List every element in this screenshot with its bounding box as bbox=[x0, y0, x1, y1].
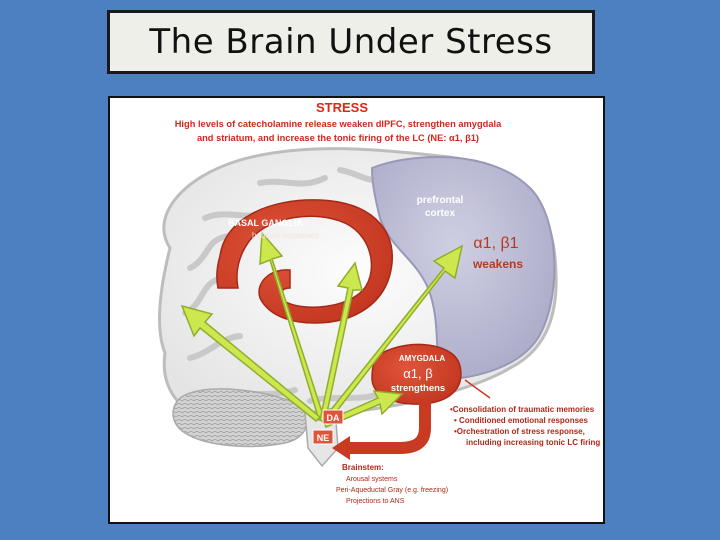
da-box bbox=[322, 409, 344, 425]
amygdala-note-4: including increasing tonic LC firing bbox=[466, 438, 600, 447]
diagram-subtitle-line2: and striatum, and increase the tonic fir… bbox=[197, 133, 479, 143]
amygdala-note-3: •Orchestration of stress response, bbox=[454, 427, 585, 436]
brainstem-item-1: Arousal systems bbox=[346, 476, 398, 483]
notes-pointer-line bbox=[464, 379, 491, 399]
amygdala-to-brainstem-arrow bbox=[348, 398, 431, 454]
brain-illustration: DA NE STRESS High levels of catecholamin… bbox=[158, 100, 600, 505]
ne-label: NE bbox=[317, 433, 330, 443]
prefrontal-receptor: α1, β1 bbox=[473, 235, 518, 252]
brainstem-item-3: Projections to ANS bbox=[346, 498, 405, 505]
basal-ganglia-description: habitual responses bbox=[252, 231, 319, 240]
slide-title-box: The Brain Under Stress bbox=[107, 10, 595, 74]
brainstem-item-2: Peri-Aqueductal Gray (e.g. freezing) bbox=[336, 487, 448, 494]
brainstem-name: Brainstem: bbox=[342, 463, 384, 472]
red-arrowhead bbox=[332, 436, 350, 460]
ne-box bbox=[312, 429, 334, 445]
basal-ganglia-name: BASAL GANGLIA bbox=[228, 218, 303, 228]
diagram-heading: STRESS bbox=[316, 100, 368, 115]
cerebellum bbox=[172, 388, 309, 448]
da-label: DA bbox=[327, 413, 340, 423]
projection-arrows bbox=[180, 231, 464, 428]
prefrontal-name-line2: cortex bbox=[425, 208, 455, 219]
basal-ganglia-region bbox=[216, 199, 393, 324]
prefrontal-name-line1: prefrontal bbox=[417, 195, 464, 206]
slide-title: The Brain Under Stress bbox=[149, 22, 553, 62]
amygdala-note-1: •Consolidation of traumatic memories bbox=[450, 405, 595, 414]
arrow-to-cortex-left bbox=[180, 304, 322, 423]
amygdala-name: AMYGDALA bbox=[399, 354, 445, 363]
arrow-to-prefrontal bbox=[320, 244, 464, 427]
amygdala-note-2: • Conditioned emotional responses bbox=[454, 416, 588, 425]
amygdala-effect: strengthens bbox=[391, 383, 445, 394]
arrow-to-basal-ganglia bbox=[259, 231, 325, 421]
arrow-to-upper-cortex bbox=[319, 261, 363, 424]
diagram-subtitle-line1: High levels of catecholamine release wea… bbox=[175, 119, 502, 129]
prefrontal-effect: weakens bbox=[472, 257, 523, 271]
amygdala-receptor: α1, β bbox=[403, 366, 432, 381]
brain-stress-diagram: DA NE STRESS High levels of catecholamin… bbox=[108, 96, 605, 524]
